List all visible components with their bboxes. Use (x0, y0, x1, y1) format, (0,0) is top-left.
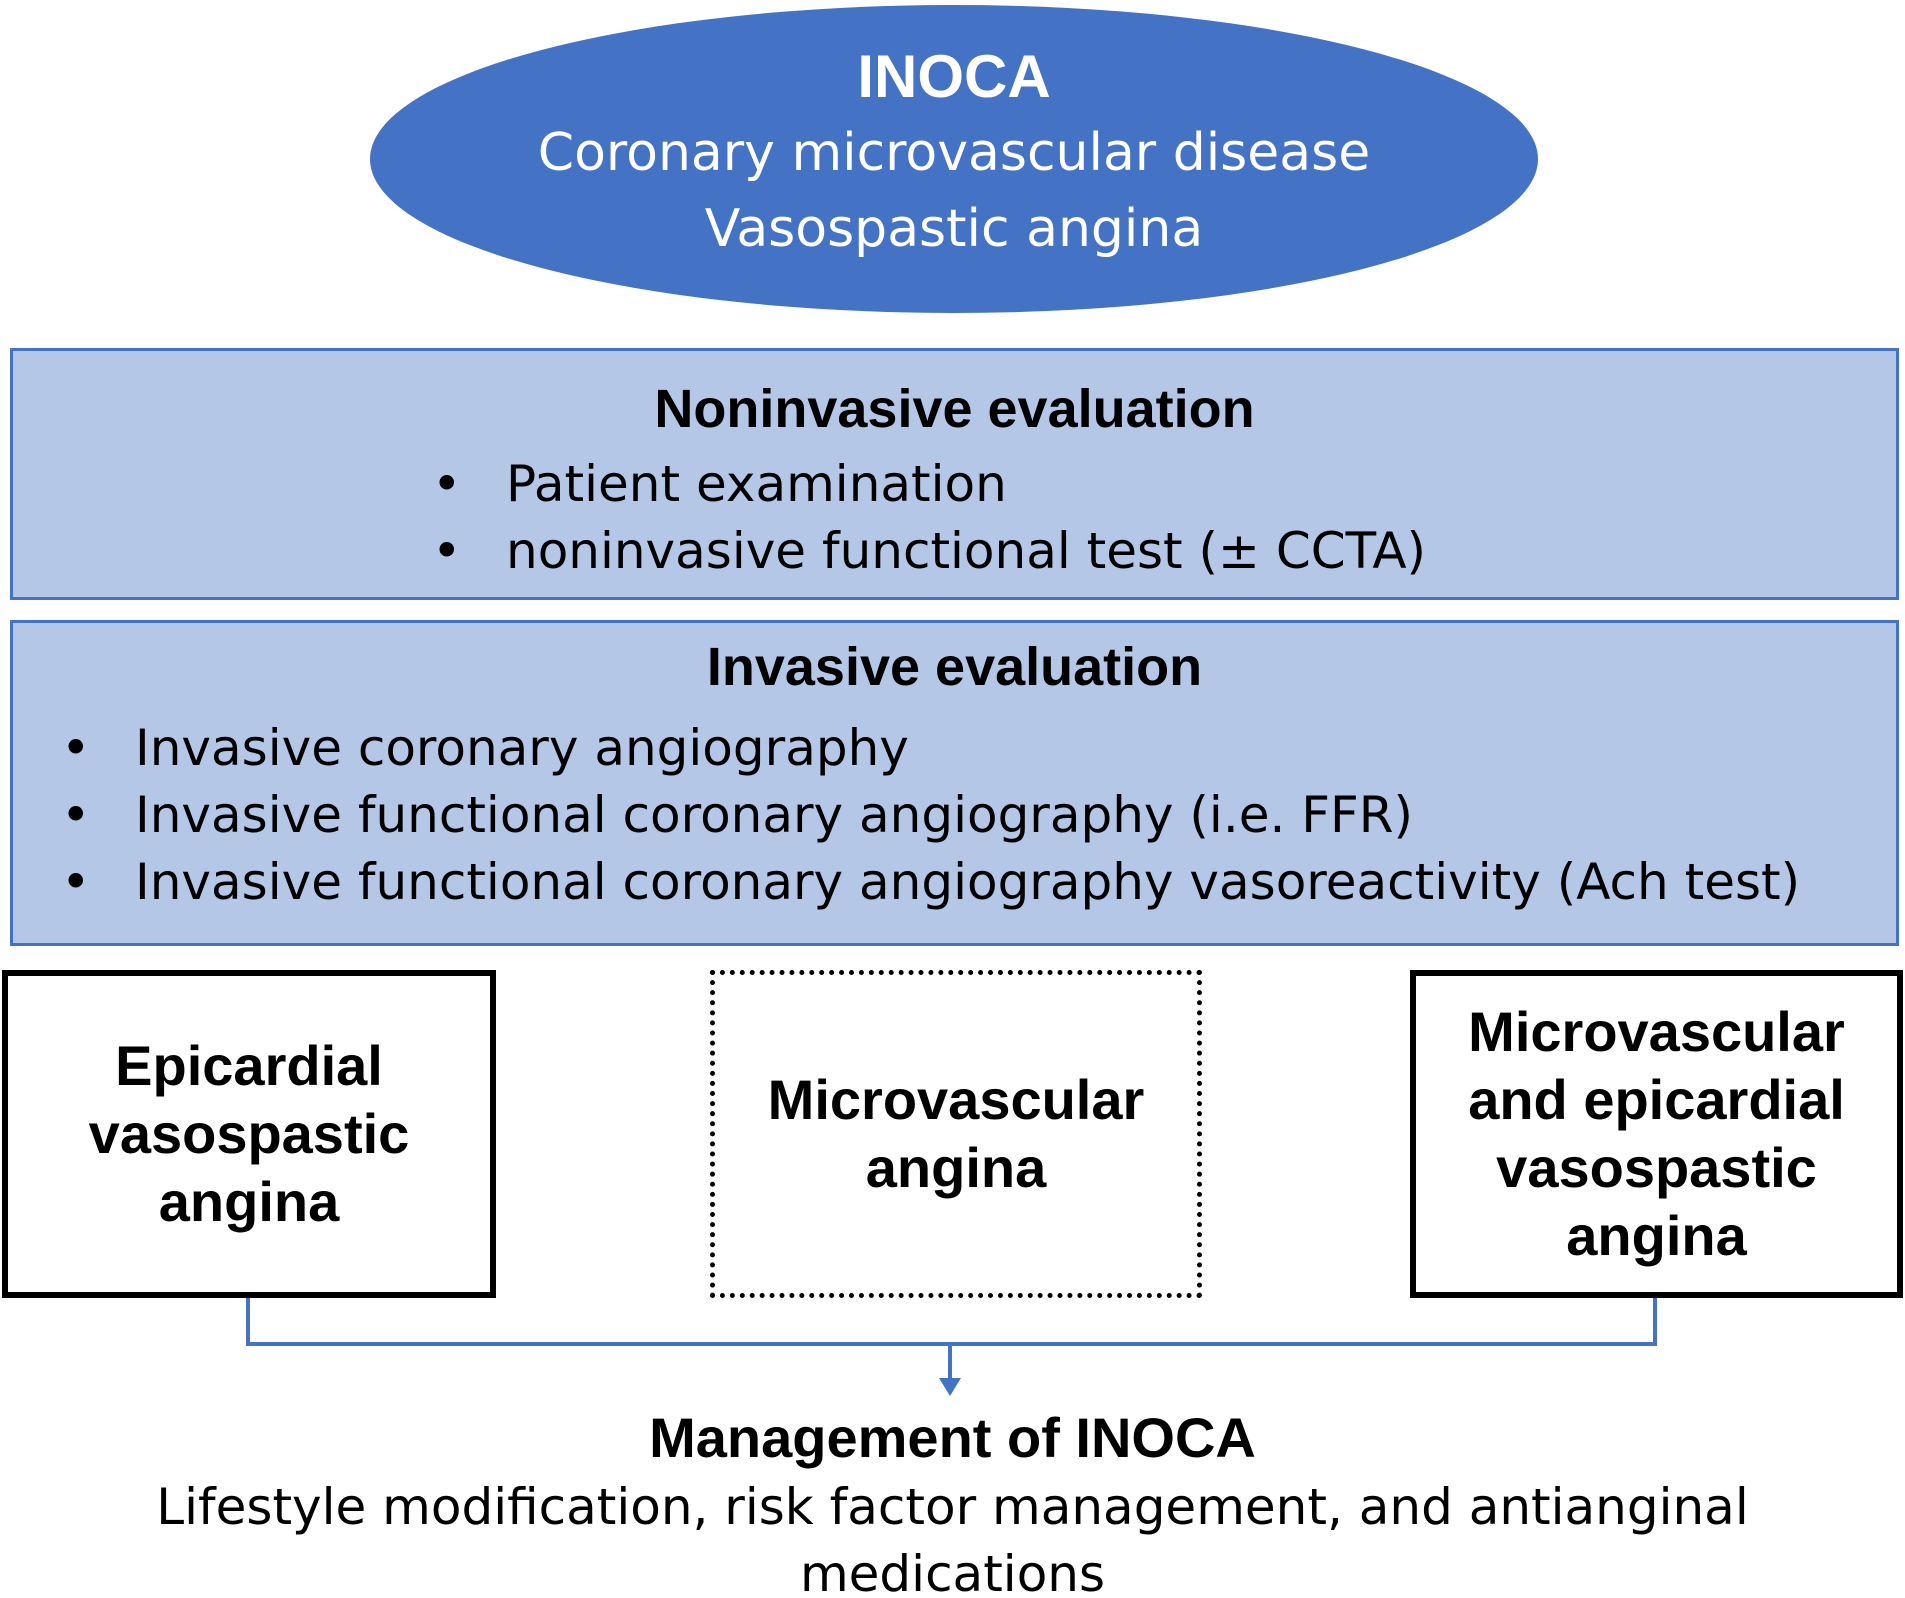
invasive-evaluation-panel: Invasive evaluation • Invasive coronary … (10, 620, 1899, 946)
bullet-item: • noninvasive functional test (± CCTA) (432, 518, 1427, 585)
microvascular-angina-box: Microvascular angina (710, 970, 1202, 1298)
combined-angina-box: Microvascular and epicardial vasospastic… (1410, 970, 1903, 1298)
bullet-dot: • (432, 455, 462, 513)
bullet-item: • Invasive coronary angiography (61, 715, 1800, 782)
noninvasive-evaluation-panel: Noninvasive evaluation • Patient examina… (10, 348, 1899, 600)
bullet-text: Invasive coronary angiography (135, 719, 909, 777)
invasive-heading: Invasive evaluation (706, 637, 1203, 697)
arrow-head-icon (939, 1378, 961, 1396)
bullet-item: • Invasive functional coronary angiograp… (61, 849, 1801, 916)
bullet-text: noninvasive functional test (± CCTA) (506, 522, 1427, 580)
ellipse-title: INOCA (857, 43, 1051, 110)
bullet-dot: • (61, 786, 91, 844)
inoca-ellipse: INOCA Coronary microvascular disease Vas… (370, 5, 1538, 313)
epicardial-label: Epicardial vasospastic angina (88, 1034, 410, 1233)
bullet-text: Patient examination (506, 455, 1007, 513)
bullet-text: Invasive functional coronary angiography… (135, 786, 1414, 844)
noninvasive-heading: Noninvasive evaluation (654, 379, 1255, 439)
microvascular-label: Microvascular angina (767, 1068, 1145, 1199)
management-title: Management of INOCA (649, 1406, 1256, 1469)
bullet-text: Invasive functional coronary angiography… (135, 853, 1801, 911)
bullet-dot: • (432, 522, 462, 580)
bullet-dot: • (61, 853, 91, 911)
ellipse-line-vasospastic-angina: Vasospastic angina (704, 199, 1204, 259)
bullet-item: • Invasive functional coronary angiograp… (61, 782, 1800, 849)
bullet-dot: • (61, 719, 91, 777)
connector-line (246, 1298, 1657, 1346)
bullet-item: • Patient examination (432, 451, 1426, 518)
invasive-bullet-list: • Invasive coronary angiography • Invasi… (61, 715, 1801, 916)
epicardial-vasospastic-angina-box: Epicardial vasospastic angina (2, 970, 496, 1298)
noninvasive-bullet-list: • Patient examination • noninvasive func… (432, 451, 1427, 585)
combined-label: Microvascular and epicardial vasospastic… (1468, 1000, 1845, 1267)
ellipse-line-microvascular-disease: Coronary microvascular disease (537, 123, 1371, 183)
management-text: Lifestyle modification, risk factor mana… (156, 1478, 1749, 1598)
